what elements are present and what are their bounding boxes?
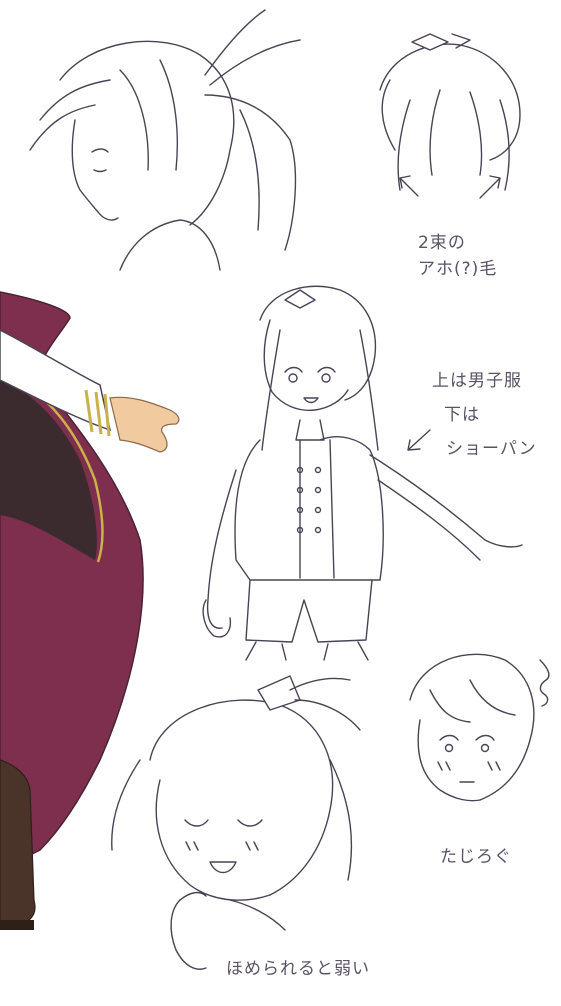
note-antenna-hair-line2: アホ(?)毛 bbox=[418, 259, 498, 279]
note-outfit-shorts: ショーパン bbox=[446, 439, 537, 459]
boot-sole bbox=[0, 920, 34, 930]
full-body-sketch bbox=[202, 285, 523, 661]
colored-hand bbox=[109, 396, 180, 453]
note-outfit-bottom-label: 下は bbox=[444, 405, 480, 425]
cape-lining bbox=[0, 380, 97, 560]
sleeve bbox=[0, 329, 112, 432]
happy-face-sketch bbox=[111, 675, 361, 970]
back-head-sketch bbox=[379, 33, 521, 199]
note-outfit-top: 上は男子服 bbox=[432, 371, 522, 391]
flustered-face-sketch bbox=[409, 653, 550, 802]
profile-head-sketch bbox=[29, 9, 301, 271]
cuff-bands bbox=[84, 389, 111, 437]
note-antenna-hair-line1: 2束の bbox=[418, 233, 466, 253]
note-flustered: たじろぐ bbox=[440, 847, 512, 867]
note-weak-to-praise: ほめられると弱い bbox=[226, 959, 370, 979]
